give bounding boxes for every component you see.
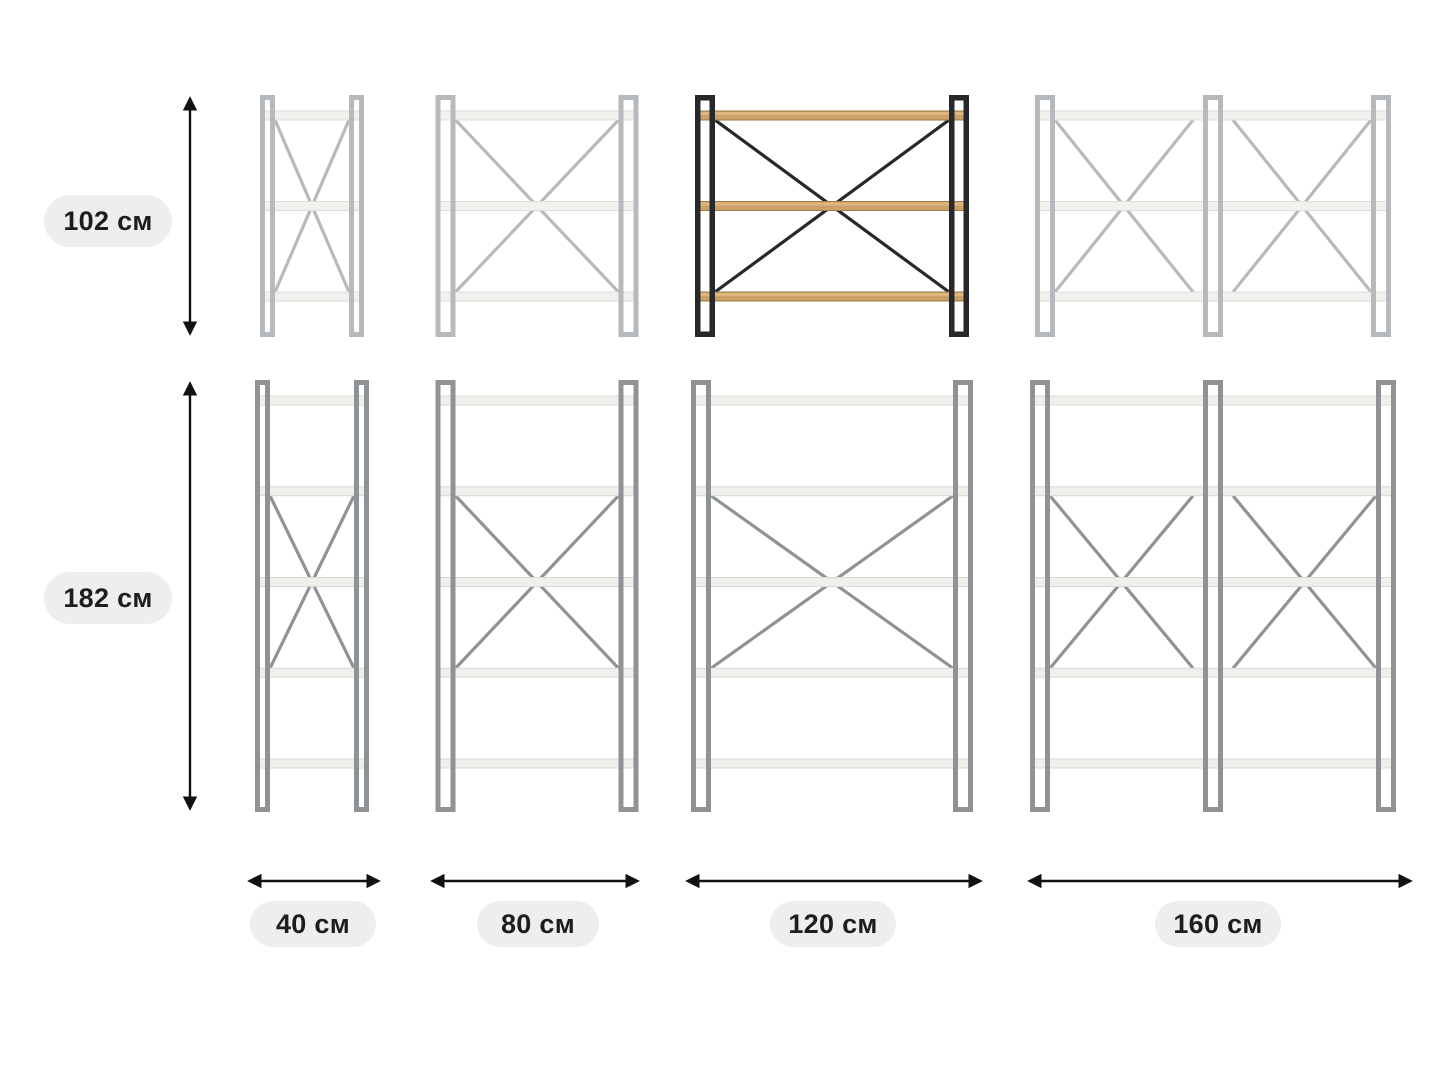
side-frame: [1376, 380, 1396, 812]
shelf-unit-40x182: [255, 380, 369, 812]
shelf-board: [1030, 395, 1396, 406]
shelf-board: [255, 395, 369, 406]
side-frame: [435, 95, 456, 337]
shelf-board: [691, 577, 973, 587]
shelf-board: [436, 577, 638, 587]
shelf-board: [691, 395, 973, 406]
shelf-unit-160x102: [1035, 95, 1391, 337]
shelf-unit-80x102: [435, 95, 639, 337]
side-frame: [953, 380, 973, 812]
shelf-board: [1035, 110, 1391, 121]
shelf-board: [255, 667, 369, 678]
side-frame: [1030, 380, 1050, 812]
side-frame: [618, 95, 639, 337]
shelf-board-edge: [697, 112, 967, 115]
shelf-board: [260, 110, 364, 121]
shelf-board: [691, 486, 973, 497]
shelf-board: [255, 486, 369, 497]
side-frame: [354, 380, 369, 812]
shelf-board: [260, 201, 364, 211]
side-frame: [695, 95, 715, 337]
side-frame: [1203, 380, 1223, 812]
side-frame: [691, 380, 711, 812]
shelf-board-edge: [697, 202, 967, 206]
shelf-board: [1030, 577, 1396, 587]
shelf-board: [436, 291, 638, 302]
width-label-160: 160 см: [1155, 901, 1281, 947]
side-frame: [260, 95, 275, 337]
height-label-182: 182 см: [44, 572, 172, 624]
shelf-board: [436, 758, 638, 769]
side-frame: [949, 95, 969, 337]
shelf-unit-80x182: [435, 380, 639, 812]
side-frame: [1203, 95, 1223, 337]
shelf-unit-40x102: [260, 95, 364, 337]
side-frame: [618, 380, 639, 812]
shelf-unit-120x102: [695, 95, 969, 337]
shelf-board: [255, 577, 369, 587]
width-label-80: 80 см: [477, 901, 599, 947]
shelf-board: [436, 201, 638, 211]
shelf-unit-120x182: [691, 380, 973, 812]
shelf-board: [1035, 201, 1391, 211]
shelf-board-edge: [697, 293, 967, 296]
width-label-40: 40 см: [250, 901, 376, 947]
shelf-board: [1030, 667, 1396, 678]
width-label-120: 120 см: [770, 901, 896, 947]
side-frame: [255, 380, 270, 812]
shelf-board: [691, 667, 973, 678]
shelf-board: [1035, 291, 1391, 302]
side-frame: [435, 380, 456, 812]
shelf-unit-160x182: [1030, 380, 1396, 812]
shelf-board: [436, 395, 638, 406]
shelf-board: [436, 110, 638, 121]
shelf-board: [436, 667, 638, 678]
side-frame: [349, 95, 364, 337]
height-label-102: 102 см: [44, 195, 172, 247]
shelf-board: [260, 291, 364, 302]
shelf-board: [1030, 758, 1396, 769]
shelf-board: [436, 486, 638, 497]
shelf-board: [1030, 486, 1396, 497]
side-frame: [1371, 95, 1391, 337]
shelf-board: [691, 758, 973, 769]
shelf-board: [255, 758, 369, 769]
side-frame: [1035, 95, 1055, 337]
